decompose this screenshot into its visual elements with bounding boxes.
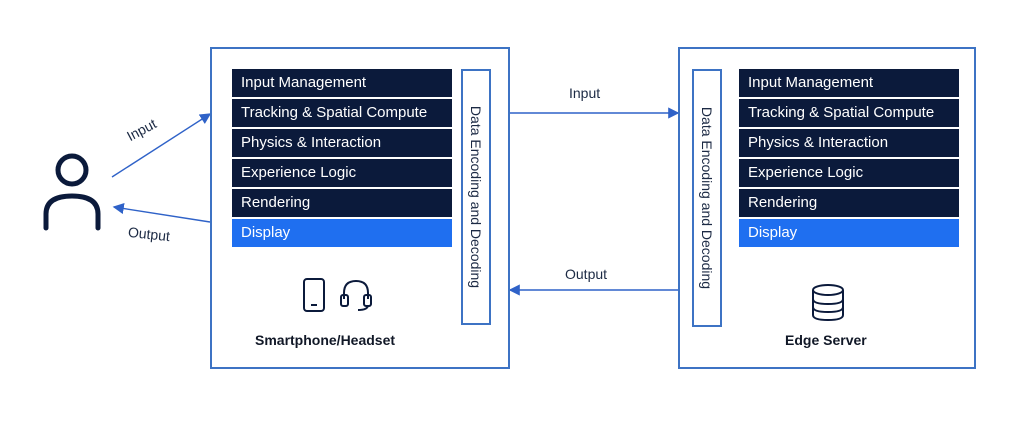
- network-input-label: Input: [569, 85, 601, 101]
- server-codec-label: Data Encoding and Decoding: [699, 106, 715, 290]
- server-layer-input-management: Input Management: [739, 69, 959, 97]
- smartphone-icon: [303, 278, 325, 312]
- device-layer-display: Display: [232, 219, 452, 247]
- server-caption: Edge Server: [785, 332, 867, 348]
- device-layer-experience-logic: Experience Logic: [232, 159, 452, 187]
- network-output-label: Output: [565, 266, 608, 282]
- device-layer-physics: Physics & Interaction: [232, 129, 452, 157]
- server-layer-rendering: Rendering: [739, 189, 959, 217]
- device-layer-tracking: Tracking & Spatial Compute: [232, 99, 452, 127]
- device-codec-label: Data Encoding and Decoding: [468, 105, 484, 289]
- person-icon: [43, 153, 101, 231]
- device-codec-bar: Data Encoding and Decoding: [461, 69, 491, 325]
- device-layer-input-management: Input Management: [232, 69, 452, 97]
- device-panel: Input Management Tracking & Spatial Comp…: [210, 47, 510, 369]
- user-input-arrow: [111, 113, 212, 178]
- server-panel: Data Encoding and Decoding Input Managem…: [678, 47, 976, 369]
- server-codec-bar: Data Encoding and Decoding: [692, 69, 722, 327]
- device-layer-rendering: Rendering: [232, 189, 452, 217]
- device-caption: Smartphone/Headset: [255, 332, 396, 348]
- server-layer-tracking: Tracking & Spatial Compute: [739, 99, 959, 127]
- user-figure: [38, 150, 106, 232]
- headset-icon: [340, 279, 372, 311]
- database-icon: [812, 284, 844, 322]
- server-layer-display: Display: [739, 219, 959, 247]
- user-output-arrow: [112, 202, 211, 223]
- device-layer-stack: Input Management Tracking & Spatial Comp…: [232, 69, 452, 249]
- server-layer-physics: Physics & Interaction: [739, 129, 959, 157]
- server-layer-experience-logic: Experience Logic: [739, 159, 959, 187]
- server-layer-stack: Input Management Tracking & Spatial Comp…: [739, 69, 959, 249]
